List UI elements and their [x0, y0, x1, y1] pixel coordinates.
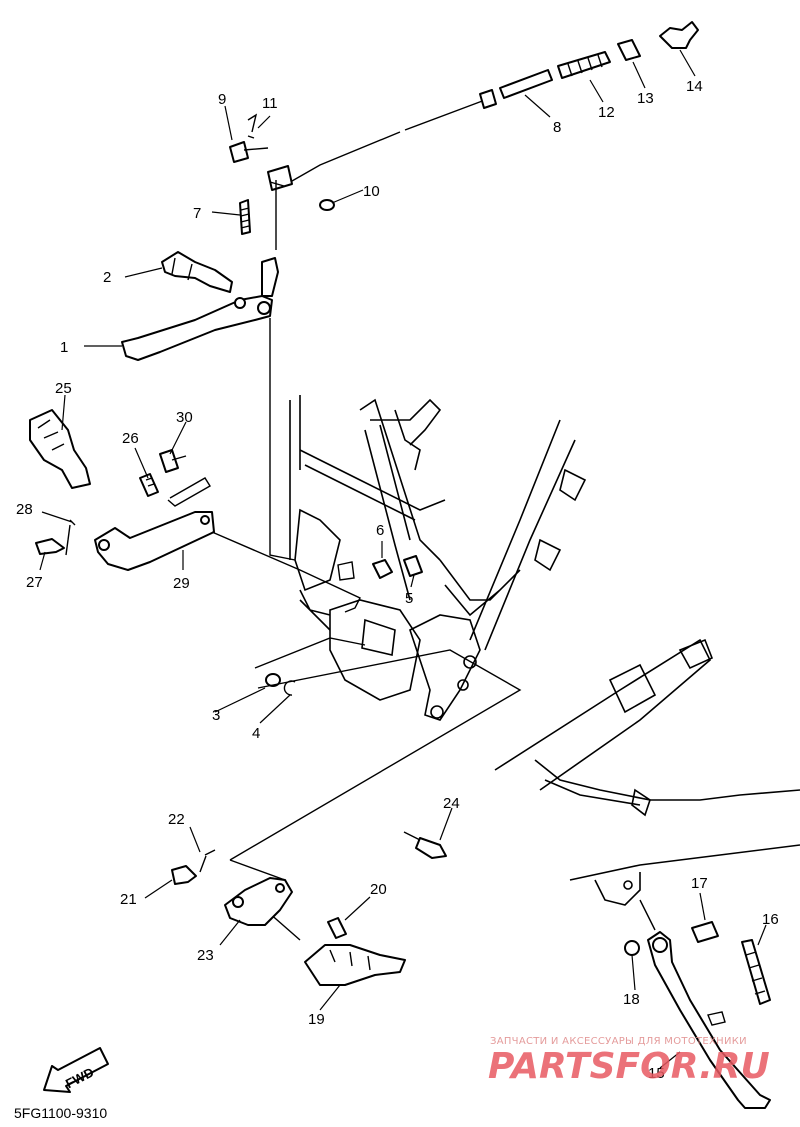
- callout-30: 30: [176, 409, 193, 426]
- callout-13: 13: [637, 90, 654, 107]
- brake-rod-assembly: [121, 21, 699, 561]
- callout-2: 2: [103, 269, 111, 286]
- callout-20: 20: [370, 881, 387, 898]
- watermark-brand: PARTSFOR.RU: [488, 1046, 770, 1087]
- callout-7: 7: [193, 205, 201, 222]
- callout-21: 21: [120, 891, 137, 908]
- callout-15: 15: [648, 1065, 665, 1082]
- callout-19: 19: [308, 1011, 325, 1028]
- callout-24: 24: [443, 795, 460, 812]
- callouts: 1 2 3 4 5 6 7 8 9 10 11 12 13 14 15 16 1…: [16, 78, 779, 1082]
- swingarm-drawing: [494, 638, 800, 906]
- callout-26: 26: [122, 430, 139, 447]
- callout-4: 4: [252, 725, 260, 742]
- callout-5: 5: [405, 590, 413, 607]
- callout-22: 22: [168, 811, 185, 828]
- callout-14: 14: [686, 78, 703, 95]
- callout-27: 27: [26, 574, 43, 591]
- footrest-assembly: [29, 409, 522, 861]
- rear-footrest-assembly: [171, 831, 771, 1109]
- callout-17: 17: [691, 875, 708, 892]
- callout-25: 25: [55, 380, 72, 397]
- callout-6: 6: [376, 522, 384, 539]
- callout-18: 18: [623, 991, 640, 1008]
- callout-1: 1: [60, 339, 68, 356]
- watermark: ЗАПЧАСТИ И АКСЕССУАРЫ ДЛЯ МОТОТЕХНИКИ PA…: [488, 1036, 770, 1087]
- callout-10: 10: [363, 183, 380, 200]
- diagram-code: 5FG1100-9310: [14, 1105, 107, 1121]
- callout-16: 16: [762, 911, 779, 928]
- callout-23: 23: [197, 947, 214, 964]
- fwd-arrow-icon: FWD: [43, 1047, 109, 1093]
- leader-lines: [39, 49, 767, 1069]
- callout-12: 12: [598, 104, 615, 121]
- frame-drawing: [289, 395, 587, 721]
- callout-8: 8: [553, 119, 561, 136]
- watermark-tagline: ЗАПЧАСТИ И АКСЕССУАРЫ ДЛЯ МОТОТЕХНИКИ: [490, 1036, 747, 1047]
- callout-11: 11: [262, 95, 278, 112]
- callout-3: 3: [212, 707, 220, 724]
- callout-29: 29: [173, 575, 190, 592]
- callout-9: 9: [218, 91, 226, 108]
- callout-28: 28: [16, 501, 33, 518]
